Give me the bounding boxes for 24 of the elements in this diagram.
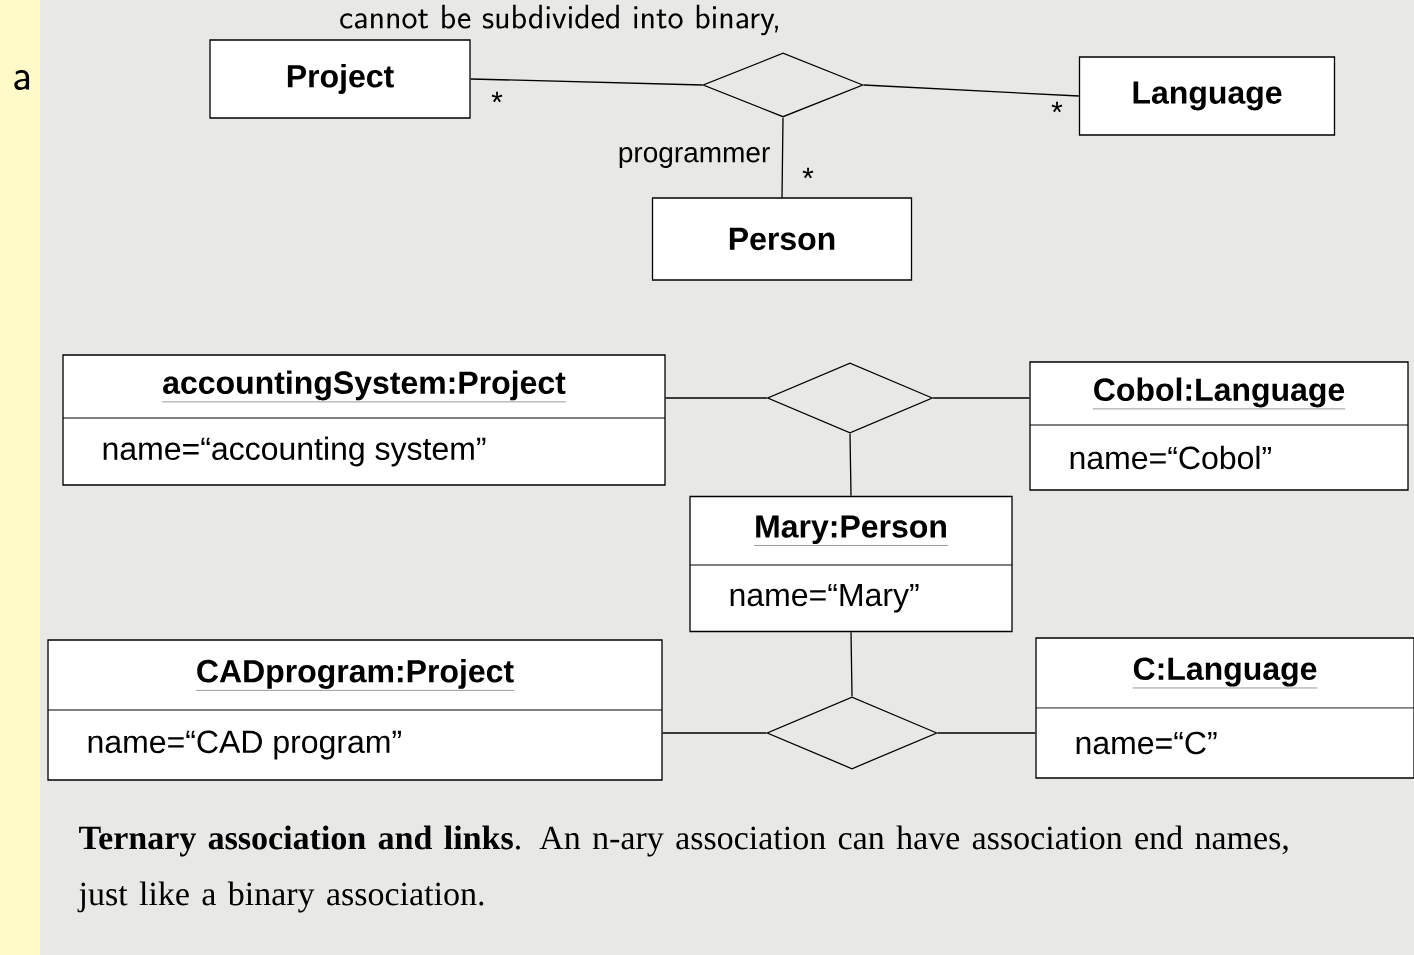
object-box: CADprogram:Project name=“CAD program” [47, 639, 663, 781]
role-name: programmer [615, 145, 773, 170]
object-box: Mary:Person name=“Mary” [689, 495, 1013, 633]
class-box: Person [651, 197, 913, 281]
association-line [665, 397, 768, 399]
association-line [662, 732, 767, 734]
association-line [470, 78, 703, 86]
object-box: Cobol:Language name=“Cobol” [1029, 361, 1409, 491]
association-line [863, 84, 1080, 97]
heading-text: cannot be subdivided into binary, [340, 4, 778, 36]
object-box: accountingSystem:Project name=“accounting system” [62, 354, 666, 486]
multiplicity: * [491, 91, 503, 103]
object-box: C:Language name=“C” [1035, 637, 1414, 779]
class-box: Project [209, 39, 471, 119]
class-box: Language [1078, 56, 1336, 136]
association-line [937, 732, 1036, 734]
association-line [932, 397, 1030, 399]
multiplicity: * [802, 167, 814, 179]
association-line [849, 433, 852, 497]
association-line [850, 631, 853, 697]
multiplicity: * [1051, 101, 1063, 113]
caption: Ternary association and links. An n-ary association can have association end names, just like a binary association. [77, 825, 1288, 913]
heading-text: a [14, 70, 30, 90]
association-line [781, 117, 784, 198]
